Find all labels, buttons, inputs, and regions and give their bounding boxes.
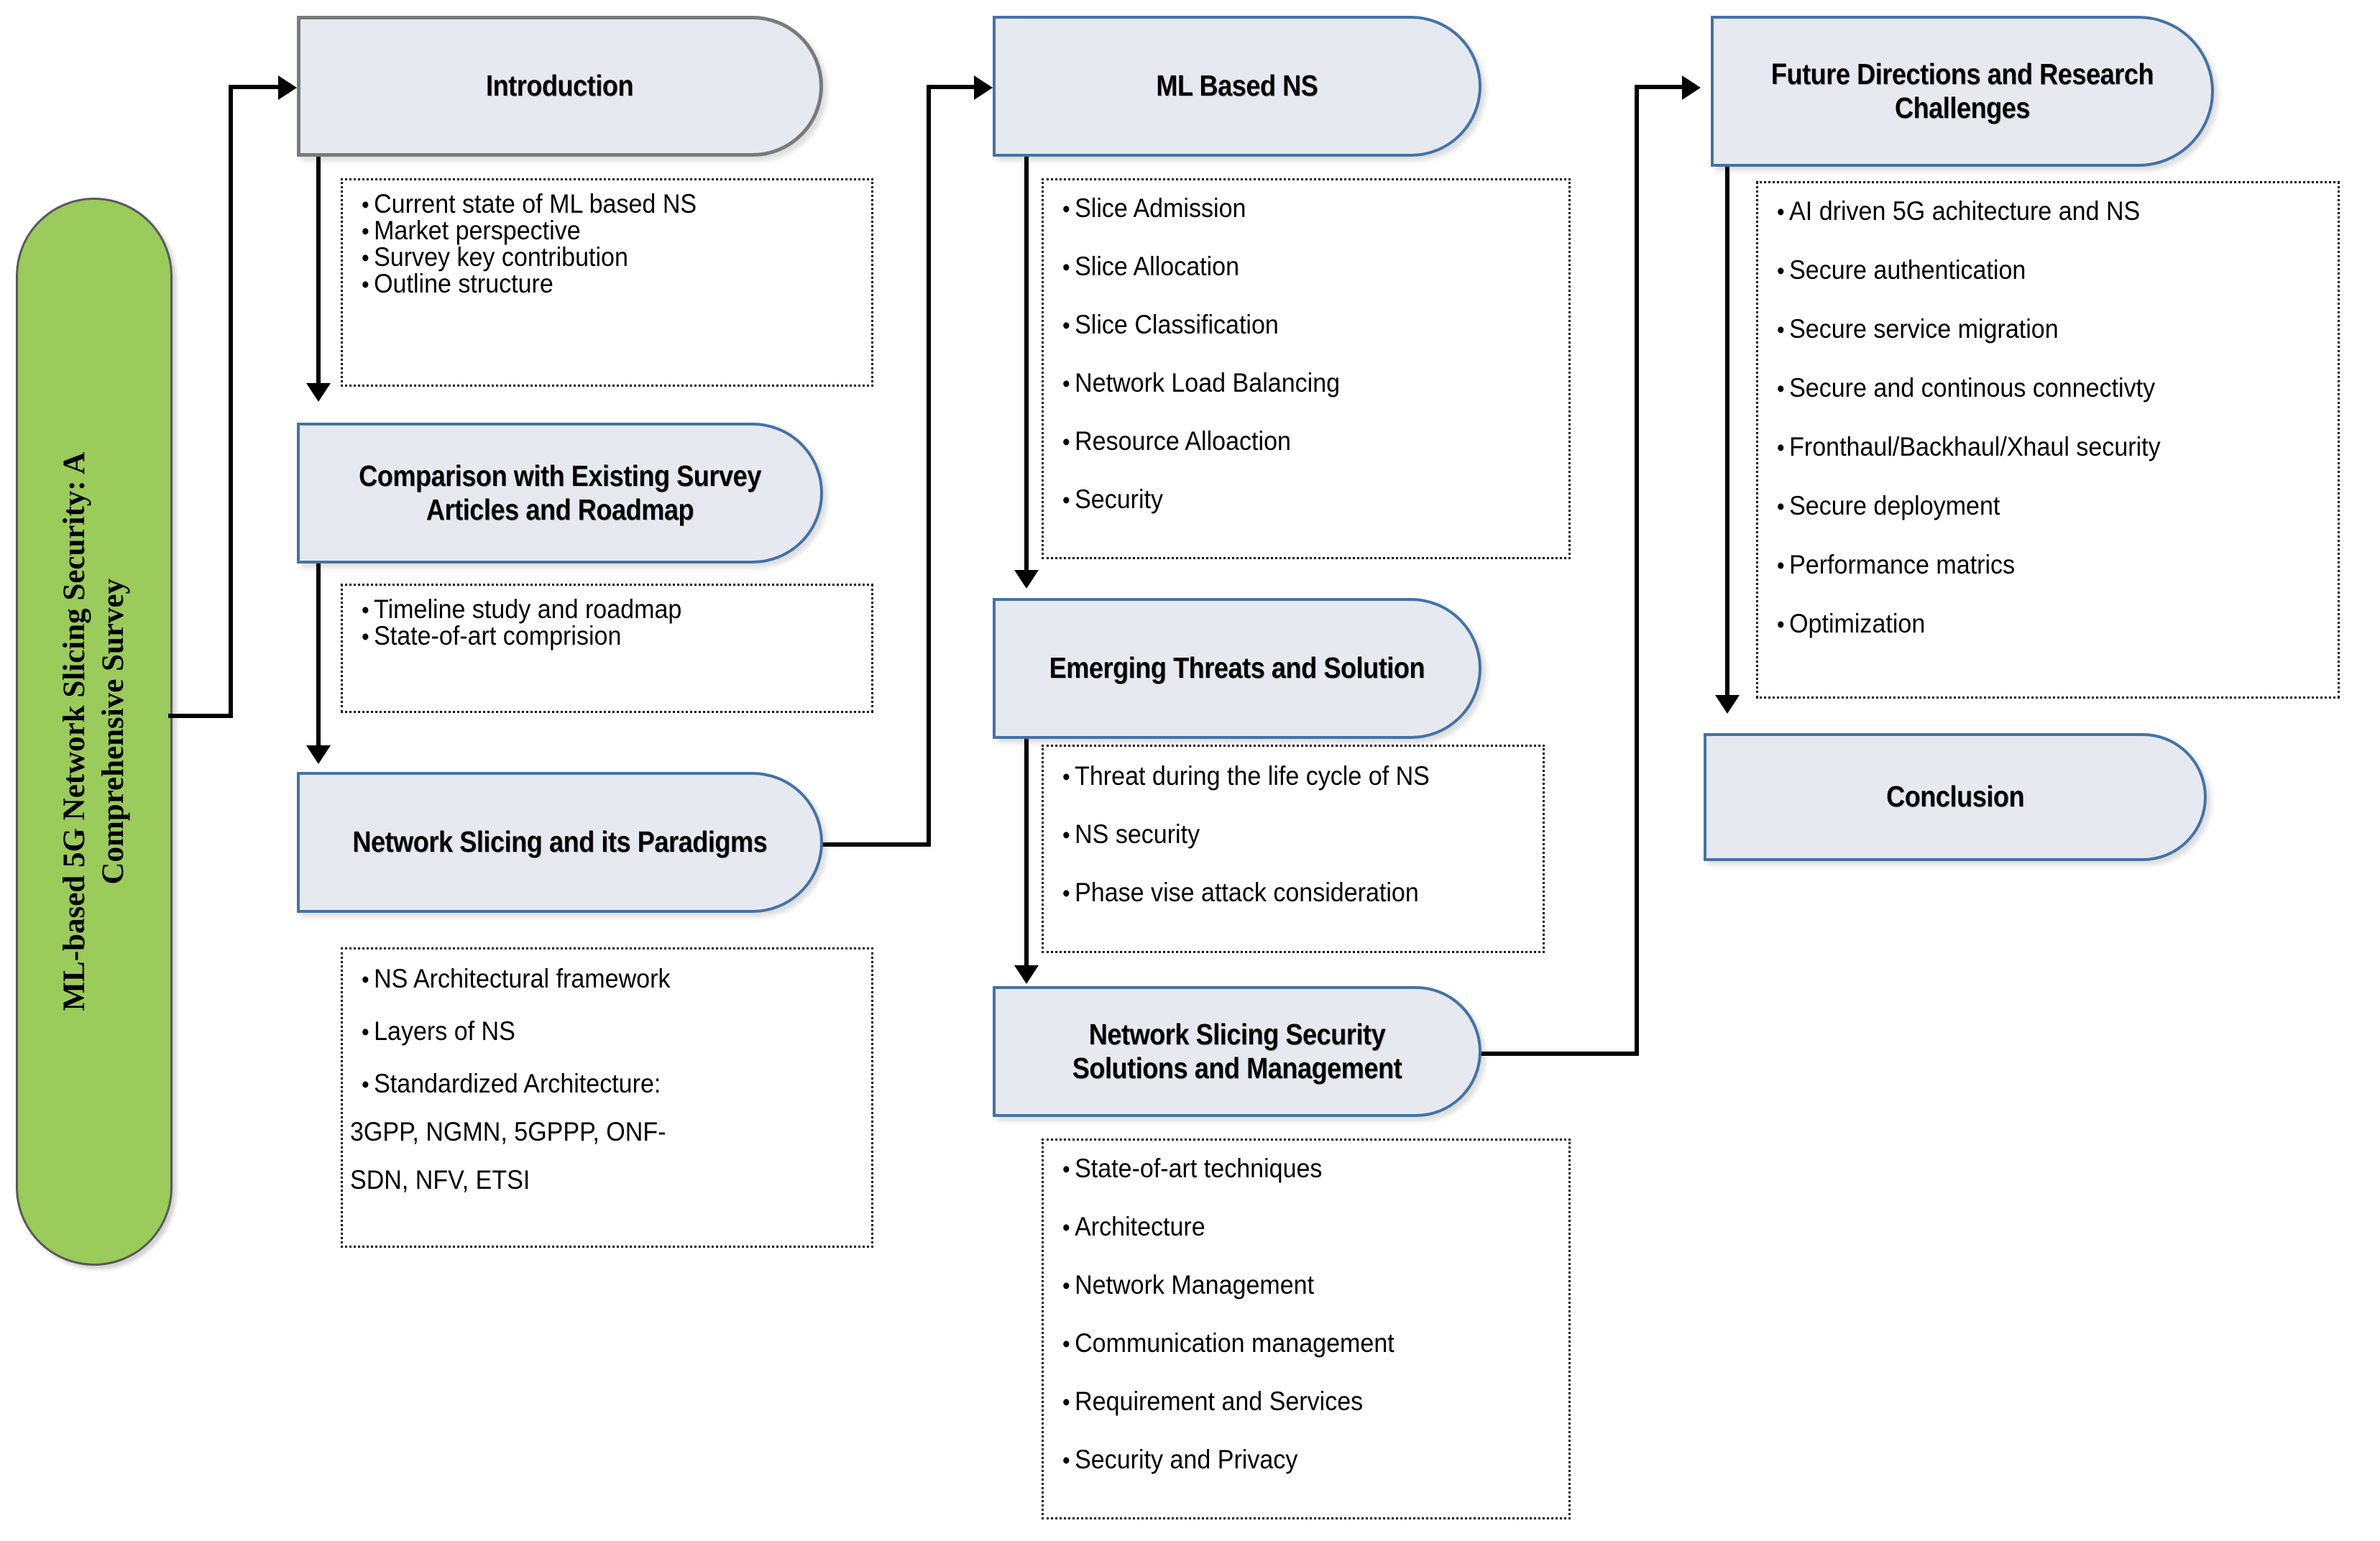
list-item: Optimization: [1777, 610, 2286, 637]
node-future-directions-label: Future Directions and Research Challenge…: [1770, 57, 2154, 124]
connector-paradigms-to-ml-v: [927, 85, 931, 847]
list-item: Threat during the life cycle of NS: [1062, 763, 1497, 789]
list-item: Outline structure: [362, 270, 824, 297]
list-item: State-of-art comprision: [362, 622, 824, 649]
introduction-bullet-list: Current state of ML based NS Market pers…: [362, 190, 864, 297]
list-item: AI driven 5G achitecture and NS: [1777, 198, 2286, 224]
node-paradigms-label: Network Slicing and its Paradigms: [352, 825, 768, 859]
arrow-into-emerging-threats: [1014, 570, 1039, 589]
arrow-into-conclusion: [1715, 695, 1740, 714]
connector-paradigms-to-ml-h1: [800, 842, 931, 847]
node-ml-based-ns[interactable]: ML Based NS: [993, 16, 1481, 157]
panel-paradigms-bullets: NS Architectural framework Layers of NS …: [341, 947, 873, 1248]
panel-introduction-bullets: Current state of ML based NS Market pers…: [341, 178, 873, 387]
connector-intro-to-comparison: [316, 157, 321, 387]
security-solutions-bullet-list: State-of-art techniques Architecture Net…: [1062, 1155, 1561, 1473]
list-item: Secure and continous connectivty: [1777, 374, 2286, 401]
ml-based-ns-bullet-list: Slice Admission Slice Allocation Slice C…: [1062, 195, 1561, 512]
list-item: Secure service migration: [1777, 316, 2286, 342]
node-ml-based-ns-label: ML Based NS: [1156, 69, 1318, 103]
list-item: NS security: [1062, 821, 1497, 847]
list-item: Network Management: [1062, 1271, 1521, 1298]
arrow-into-ml-based-ns: [974, 75, 993, 100]
arrow-into-security-solutions: [1014, 965, 1039, 984]
list-item: Requirement and Services: [1062, 1388, 1521, 1414]
list-item: Market perspective: [362, 217, 824, 244]
list-item: NS Architectural framework: [362, 965, 824, 992]
node-paradigms[interactable]: Network Slicing and its Paradigms: [297, 772, 823, 913]
list-item: Current state of ML based NS: [362, 190, 824, 217]
list-item: Survey key contribution: [362, 244, 824, 270]
connector-comparison-to-paradigms: [316, 519, 321, 749]
list-item: Slice Admission: [1062, 195, 1521, 221]
list-item: Slice Classification: [1062, 311, 1521, 338]
node-comparison[interactable]: Comparison with Existing Survey Articles…: [297, 423, 823, 564]
connector-paradigms-to-ml-h2: [927, 85, 978, 89]
panel-future-directions-bullets: AI driven 5G achitecture and NS Secure a…: [1756, 181, 2340, 699]
list-item: Slice Allocation: [1062, 253, 1521, 280]
emerging-threats-bullet-list: Threat during the life cycle of NS NS se…: [1062, 763, 1535, 906]
list-item: Layers of NS: [362, 1018, 824, 1044]
connector-solutions-to-future-h2: [1635, 85, 1686, 89]
connector-title-to-intro-h1: [168, 714, 233, 718]
list-item-continuation: 3GPP, NGMN, 5GPPP, ONF-: [350, 1117, 666, 1146]
list-item: Secure authentication: [1777, 257, 2286, 283]
connector-future-to-conclusion: [1725, 167, 1729, 699]
list-item: Security and Privacy: [1062, 1446, 1521, 1473]
connector-solutions-to-future-v: [1635, 85, 1639, 1056]
list-item: State-of-art techniques: [1062, 1155, 1521, 1182]
paradigms-bullet-list: NS Architectural framework Layers of NS …: [350, 965, 864, 1193]
arrow-into-future-directions: [1682, 75, 1701, 100]
node-emerging-threats-label: Emerging Threats and Solution: [1049, 651, 1425, 685]
node-introduction-label: Introduction: [486, 69, 634, 103]
connector-title-to-intro-v: [229, 85, 233, 716]
arrow-into-paradigms: [306, 745, 331, 764]
arrow-into-introduction: [278, 75, 297, 100]
list-item: Secure deployment: [1777, 492, 2286, 519]
connector-solutions-to-future-h1: [1466, 1052, 1639, 1056]
node-introduction[interactable]: Introduction: [297, 16, 823, 157]
node-future-directions[interactable]: Future Directions and Research Challenge…: [1711, 16, 2214, 167]
list-item: Fronthaul/Backhaul/Xhaul security: [1777, 433, 2286, 460]
list-item-continuation: SDN, NFV, ETSI: [350, 1165, 530, 1195]
panel-emerging-threats-bullets: Threat during the life cycle of NS NS se…: [1042, 745, 1545, 953]
list-item: Network Load Balancing: [1062, 369, 1521, 396]
connector-threats-to-solutions: [1024, 703, 1029, 969]
connector-ml-to-threats: [1024, 157, 1029, 574]
arrow-into-comparison: [306, 383, 331, 402]
list-item: Communication management: [1062, 1330, 1521, 1356]
comparison-bullet-list: Timeline study and roadmap State-of-art …: [362, 596, 864, 649]
list-item: Performance matrics: [1777, 551, 2286, 578]
list-item: Architecture: [1062, 1213, 1521, 1240]
list-item: Phase vise attack consideration: [1062, 879, 1497, 906]
list-item: Security: [1062, 486, 1521, 512]
node-security-solutions[interactable]: Network Slicing Security Solutions and M…: [993, 986, 1481, 1117]
list-item: Standardized Architecture:: [362, 1070, 824, 1097]
panel-comparison-bullets: Timeline study and roadmap State-of-art …: [341, 584, 873, 713]
panel-ml-based-ns-bullets: Slice Admission Slice Allocation Slice C…: [1042, 178, 1571, 559]
future-directions-bullet-list: AI driven 5G achitecture and NS Secure a…: [1777, 198, 2330, 637]
node-emerging-threats[interactable]: Emerging Threats and Solution: [993, 598, 1481, 739]
node-conclusion-label: Conclusion: [1885, 780, 2025, 814]
connector-title-to-intro-h2: [229, 85, 282, 89]
node-conclusion[interactable]: Conclusion: [1704, 733, 2207, 861]
node-comparison-label: Comparison with Existing Survey Articles…: [359, 459, 761, 526]
node-security-solutions-label: Network Slicing Security Solutions and M…: [1072, 1017, 1402, 1085]
panel-security-solutions-bullets: State-of-art techniques Architecture Net…: [1042, 1138, 1571, 1519]
list-item: Timeline study and roadmap: [362, 596, 824, 622]
list-item: Resource Alloaction: [1062, 428, 1521, 454]
